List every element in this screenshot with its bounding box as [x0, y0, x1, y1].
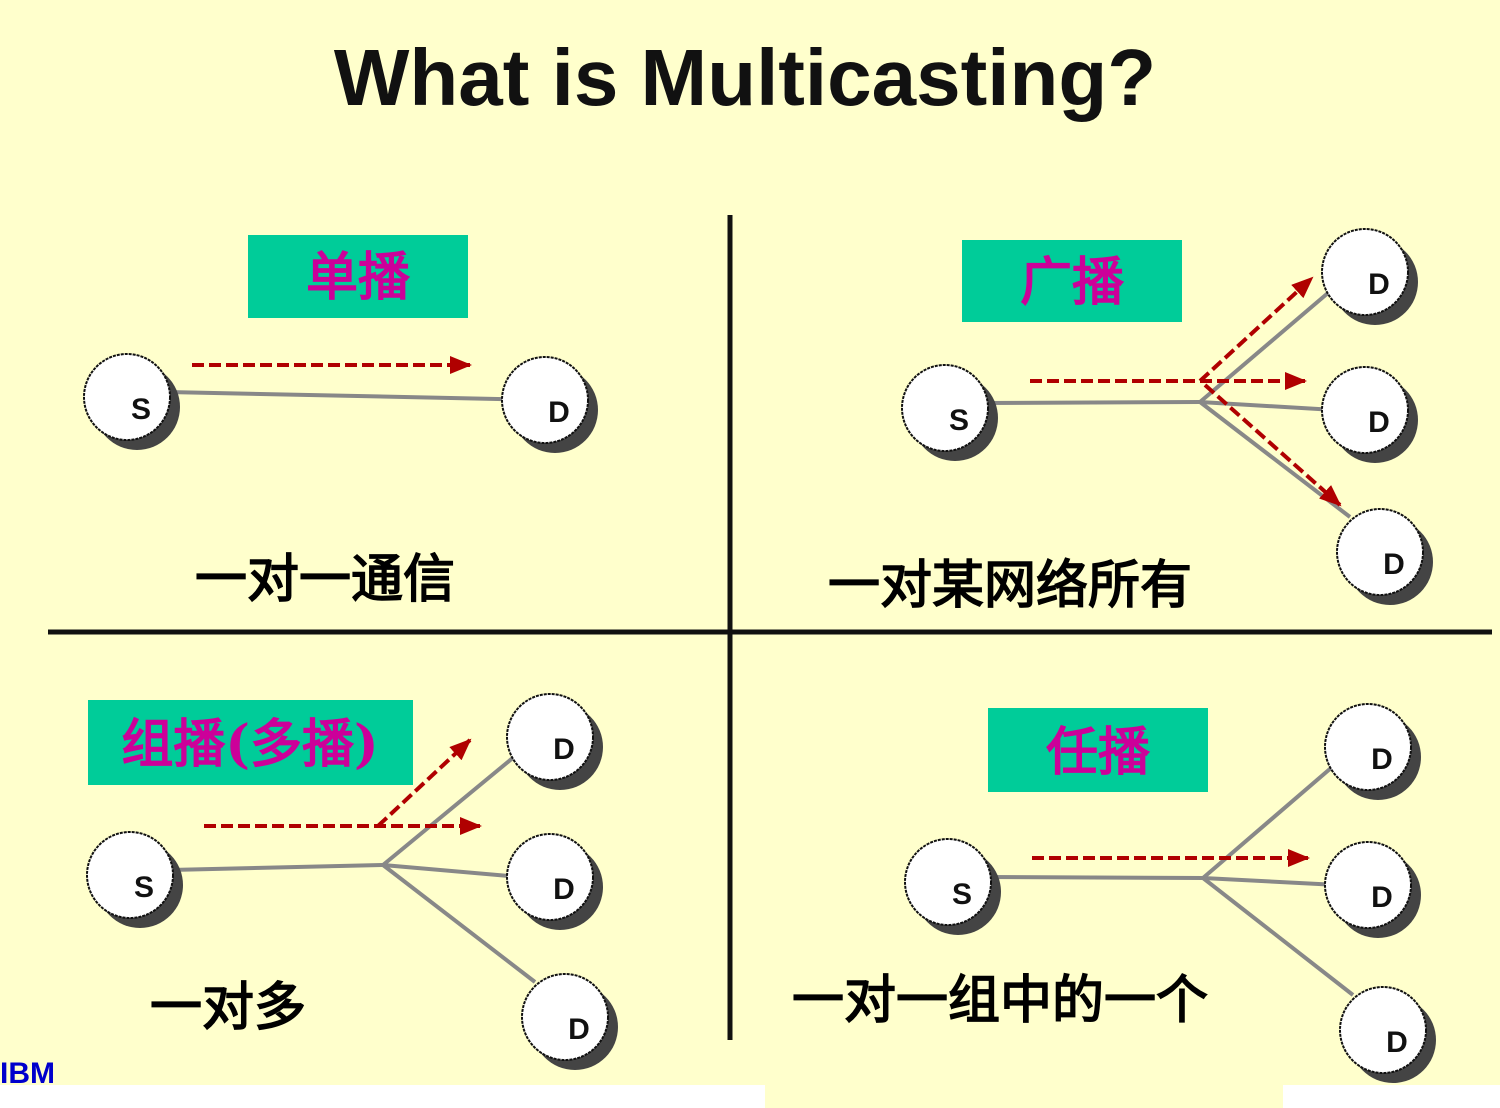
label-anycast: 任播: [1046, 722, 1151, 783]
node-circle: [506, 833, 594, 921]
slide-background-strip: [765, 1080, 1283, 1108]
arrows: [192, 276, 1342, 867]
destination-node: D: [1324, 841, 1421, 938]
caption-multicast: 一对多: [150, 977, 306, 1038]
destination-node: D: [1321, 228, 1418, 325]
packet-arrow: [1198, 276, 1314, 383]
node-circle: [901, 364, 989, 452]
node-label: D: [1371, 881, 1393, 914]
node-label: S: [949, 404, 969, 437]
node-circle: [1324, 841, 1412, 929]
logo: IBM: [0, 1057, 55, 1090]
destination-node: D: [1321, 366, 1418, 463]
label-box: [248, 235, 468, 318]
node-label: S: [131, 393, 151, 426]
node-circle: [1321, 228, 1409, 316]
link-line: [1199, 400, 1336, 412]
source-node: S: [901, 364, 998, 461]
destination-node: D: [506, 833, 603, 930]
label-multicast: 组播(多播): [121, 714, 378, 775]
node-circle: [1336, 508, 1424, 596]
link-line: [1201, 876, 1355, 997]
destination-node: D: [501, 356, 598, 453]
node-circle: [1324, 703, 1412, 791]
destination-node: D: [521, 973, 618, 1070]
quadrant-broadcast: 广播 一对某网络所有: [828, 240, 1192, 616]
node-label: D: [1371, 743, 1393, 776]
link-line: [166, 390, 546, 402]
node-label: S: [134, 871, 154, 904]
node-label: D: [1383, 548, 1405, 581]
quadrant-unicast: 单播 一对一通信: [195, 235, 468, 610]
packet-arrow: [376, 738, 472, 828]
caption-unicast: 一对一通信: [195, 549, 455, 610]
node-circle: [83, 353, 171, 441]
caption-broadcast: 一对某网络所有: [828, 555, 1192, 616]
node-label: S: [952, 878, 972, 911]
node-label: D: [568, 1013, 590, 1046]
link-line: [987, 875, 1204, 880]
link-line: [381, 750, 522, 867]
destination-node: D: [1336, 508, 1433, 605]
quadrant-anycast: 任播 一对一组中的一个: [792, 708, 1208, 1031]
quadrant-multicast: 组播(多播) 一对多: [88, 700, 413, 1038]
label-box: [988, 708, 1208, 792]
destination-node: D: [506, 693, 603, 790]
node-label: D: [553, 733, 575, 766]
node-circle: [86, 831, 174, 919]
node-label: D: [1368, 406, 1390, 439]
slide-background: [0, 0, 1500, 1085]
node-circle: [1339, 986, 1427, 1074]
node-circle: [904, 838, 992, 926]
node-circle: [501, 356, 589, 444]
node-label: D: [553, 873, 575, 906]
caption-anycast: 一对一组中的一个: [792, 970, 1208, 1031]
node-circle: [1321, 366, 1409, 454]
source-node: S: [86, 831, 183, 928]
node-circle: [521, 973, 609, 1061]
label-broadcast: 广播: [1020, 252, 1125, 313]
link-line: [381, 863, 537, 984]
node-circle: [506, 693, 594, 781]
destination-node: D: [1324, 703, 1421, 800]
label-unicast: 单播: [306, 247, 411, 308]
link-line: [169, 863, 384, 872]
packet-arrow: [1203, 383, 1342, 507]
label-box: [962, 240, 1182, 322]
node-label: D: [548, 396, 570, 429]
source-node: S: [83, 353, 180, 450]
node-label: D: [1368, 268, 1390, 301]
label-box: [88, 700, 413, 785]
links: [166, 285, 1355, 997]
node-label: D: [1386, 1026, 1408, 1059]
nodes: S D S D D D S D D D S D D D: [83, 228, 1436, 1083]
slide-title: What is Multicasting?: [334, 33, 1156, 122]
link-line: [382, 863, 521, 879]
destination-node: D: [1339, 986, 1436, 1083]
link-line: [984, 400, 1201, 405]
source-node: S: [904, 838, 1001, 935]
link-line: [1202, 876, 1339, 887]
